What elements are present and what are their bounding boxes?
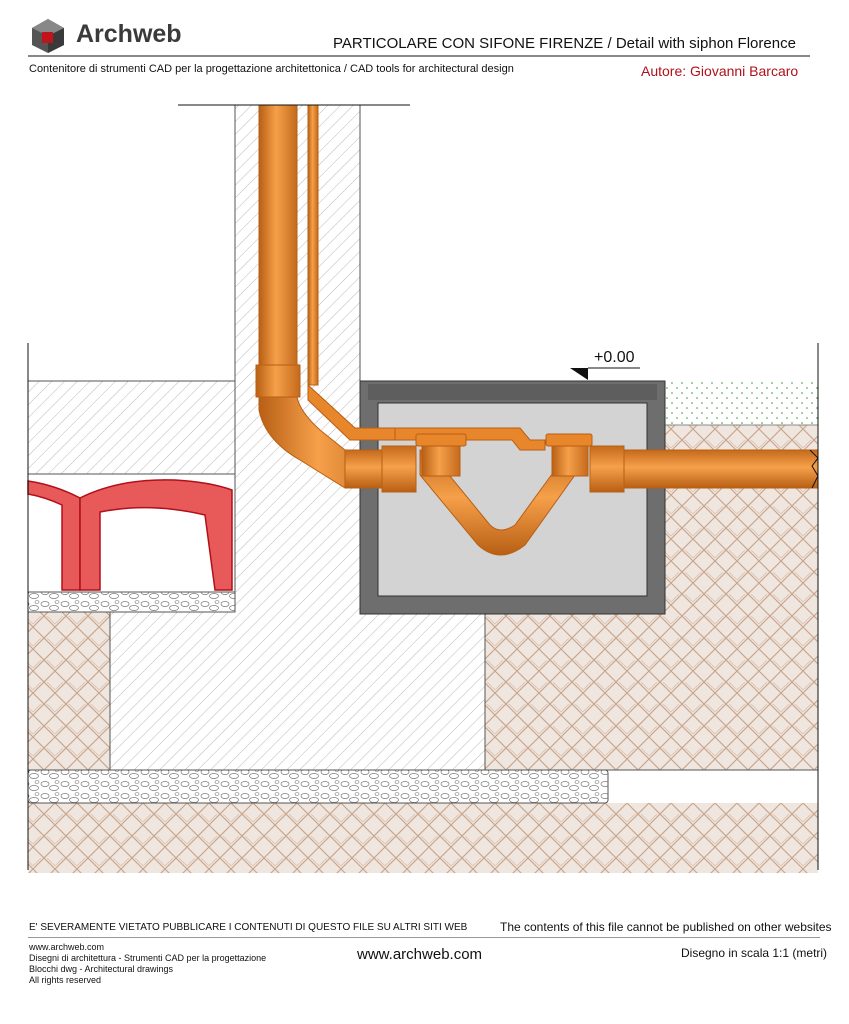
header-divider	[28, 55, 810, 57]
footer-line: Blocchi dwg - Architectural drawings	[29, 964, 174, 974]
hollow-block	[27, 479, 233, 591]
brand-name: Archweb	[76, 20, 182, 48]
drawing-title: PARTICOLARE CON SIFONE FIRENZE / Detail …	[333, 35, 796, 52]
scale-note: Disegno in scala 1:1 (metri)	[681, 946, 828, 960]
footer-divider	[28, 937, 820, 938]
footer-line: Disegni di architettura - Strumenti CAD …	[29, 953, 267, 963]
footer-left-block: www.archweb.com Disegni di architettura …	[29, 942, 266, 986]
warning-english: The contents of this file cannot be publ…	[500, 920, 832, 934]
author: Autore: Giovanni Barcaro	[641, 63, 799, 79]
footer-line: All rights reserved	[29, 975, 102, 985]
level-label: +0.00	[594, 349, 635, 366]
warning-italian: E' SEVERAMENTE VIETATO PUBBLICARE I CONT…	[29, 922, 468, 933]
footer-line: www.archweb.com	[29, 942, 105, 952]
footer-site-link[interactable]: www.archweb.com	[357, 946, 483, 963]
archweb-logo-icon	[30, 18, 66, 54]
subtitle: Contenitore di strumenti CAD per la prog…	[29, 63, 514, 75]
